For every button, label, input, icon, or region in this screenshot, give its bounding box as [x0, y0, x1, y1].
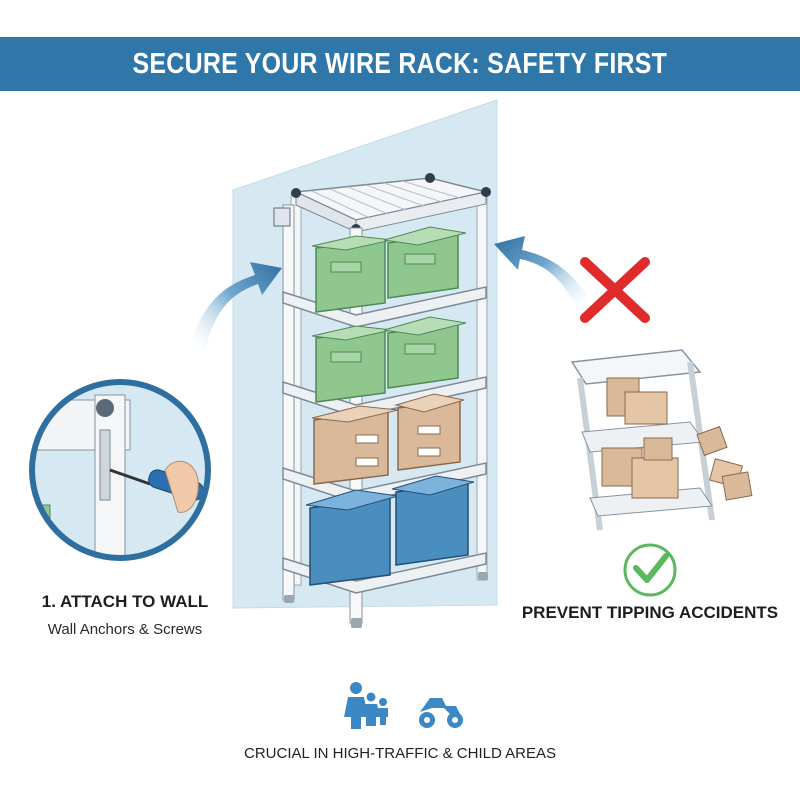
attach-step-subtitle: Wall Anchors & Screws [47, 621, 203, 638]
checkmark-icon [623, 543, 677, 597]
green-bins-top [311, 226, 467, 313]
prevent-tipping-label: PREVENT TIPPING ACCIDENTS [521, 603, 779, 622]
arrow-icon [190, 262, 282, 352]
tipping-rack-illustration [570, 349, 753, 531]
cardboard-boxes [311, 393, 465, 485]
family-icon [344, 682, 388, 729]
motorcycle-icon [419, 698, 463, 728]
page-title: SECURE YOUR WIRE RACK: SAFETY FIRST [132, 47, 668, 80]
blue-bins [305, 475, 475, 586]
green-bins-middle [311, 316, 467, 403]
cross-icon [580, 257, 650, 323]
detail-circle [29, 379, 211, 561]
wire-rack [273, 173, 491, 628]
title-banner: SECURE YOUR WIRE RACK: SAFETY FIRST [0, 37, 800, 91]
footer-caption: CRUCIAL IN HIGH-TRAFFIC & CHILD AREAS [244, 745, 556, 762]
arrow-icon-right [494, 236, 590, 310]
attach-step-title: 1. ATTACH TO WALL [41, 592, 209, 611]
